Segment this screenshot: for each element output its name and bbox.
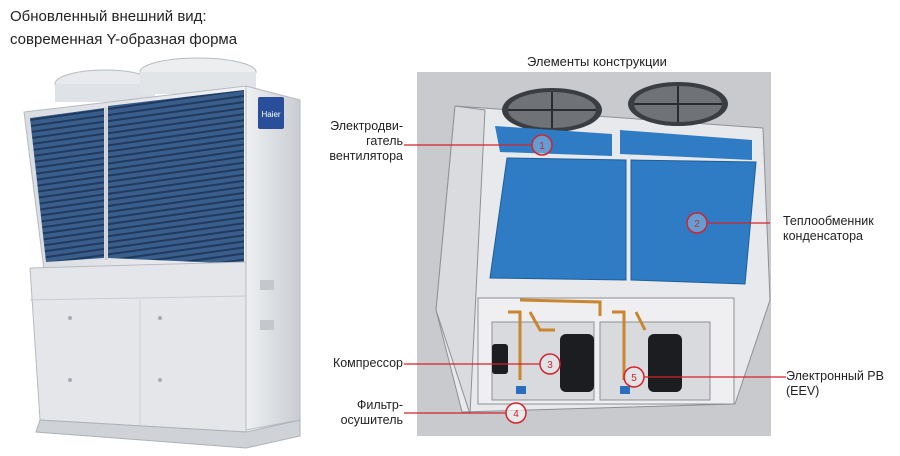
callout-label-compressor: Компрессор xyxy=(332,356,403,370)
fan-left xyxy=(502,88,602,132)
callout-marker-2 xyxy=(686,212,708,234)
callout-label-eev: Электронный РВ (EEV) xyxy=(786,369,884,398)
heading-line-2: современная Y-образная форма xyxy=(10,31,238,48)
callout-label-condenser: Теплообменник конденсатора xyxy=(783,214,874,243)
fan-right xyxy=(628,82,728,126)
callout-number-4: 4 xyxy=(513,409,519,420)
condenser-coil-right xyxy=(630,159,757,285)
callout-marker-3 xyxy=(539,353,561,375)
callout-number-5: 5 xyxy=(631,373,637,384)
callout-number-3: 3 xyxy=(547,360,553,371)
compressor-left xyxy=(560,334,594,392)
compressor-right xyxy=(648,334,682,392)
diagram-title: Элементы конструкции xyxy=(527,54,667,69)
callout-number-1: 1 xyxy=(539,141,545,152)
brand-logo-text: Haier xyxy=(261,110,280,119)
callout-marker-5 xyxy=(623,366,645,388)
callout-marker-4 xyxy=(505,402,527,424)
condenser-coil-left xyxy=(489,157,627,281)
callout-marker-1 xyxy=(531,134,553,156)
callout-number-2: 2 xyxy=(694,219,700,230)
callout-label-filter-drier: Фильтр- осушитель xyxy=(340,398,403,427)
heading-line-1: Обновленный внешний вид: xyxy=(10,8,207,25)
brand-logo-plate xyxy=(258,97,284,129)
callout-label-fan-motor: Электродви- гатель вентилятора xyxy=(329,119,403,163)
